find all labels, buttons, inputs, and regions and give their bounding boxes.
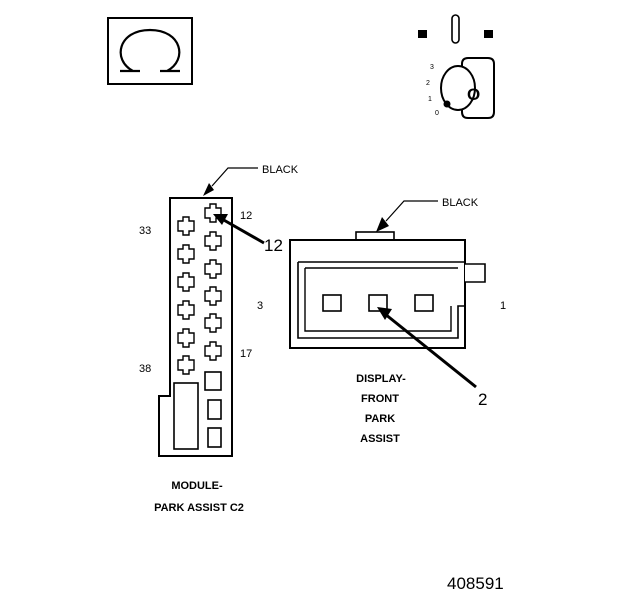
key-letter: O [467,85,480,104]
display-connector: BLACK 1 2 DISPLAY- FRONT PARK ASSIST [289,197,506,445]
display-name-line1: DISPLAY- [356,373,406,385]
module-pin-33: 33 [139,225,151,237]
display-color-label: BLACK [442,197,479,209]
key-position-2: 2 [426,80,430,87]
display-name-line3: PARK [365,413,395,425]
module-pin-3: 3 [257,300,263,312]
module-name-line2: PARK ASSIST C2 [154,502,244,514]
display-housing [289,239,466,349]
module-pin-38: 38 [139,363,151,375]
module-pin-12: 12 [240,210,252,222]
module-connector: BLACK 33 12 3 17 38 12 MODULE- P [139,164,299,514]
display-callout-2: 2 [478,390,487,409]
ignition-key-icon: O 3 2 1 0 [418,14,495,119]
display-pin-1: 1 [500,300,506,312]
key-position-1: 1 [428,96,432,103]
key-position-0: 0 [435,110,439,117]
module-name-line1: MODULE- [171,480,223,492]
display-name-line2: FRONT [361,393,399,405]
module-color-label: BLACK [262,164,299,176]
module-pin-17: 17 [240,348,252,360]
module-callout-12: 12 [264,236,283,255]
figure-id: 408591 [447,574,504,593]
key-position-3: 3 [430,64,434,71]
display-name-line4: ASSIST [360,433,400,445]
omega-logo-icon [107,17,193,85]
